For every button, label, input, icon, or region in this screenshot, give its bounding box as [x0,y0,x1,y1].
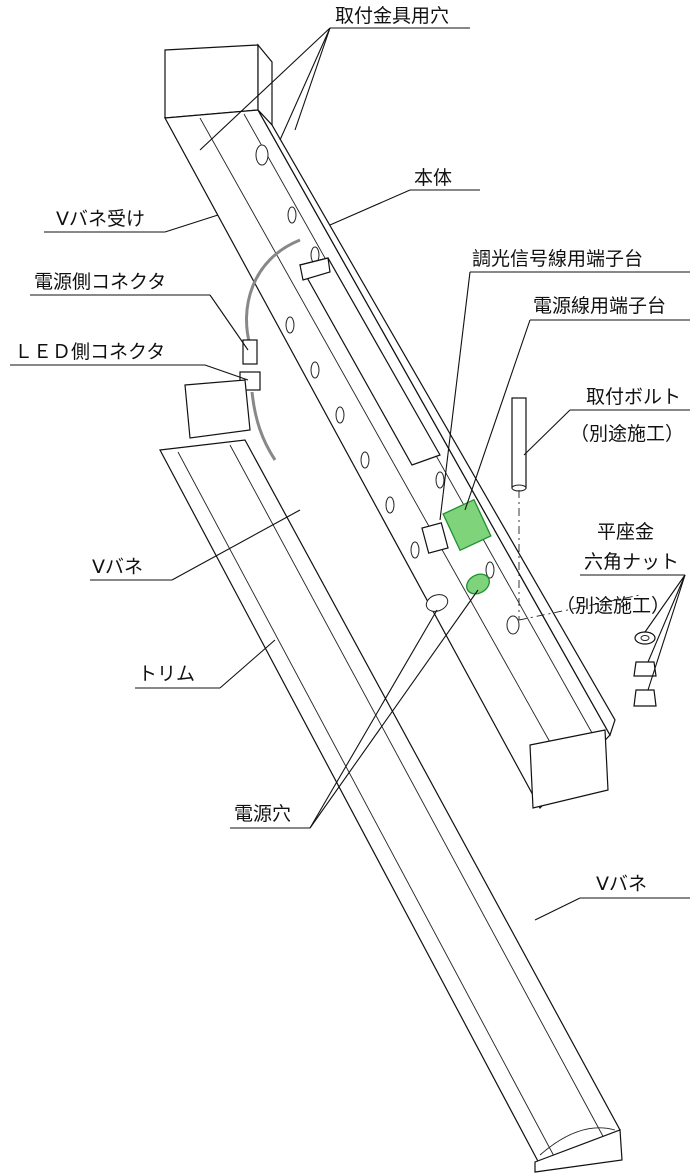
label-mount-holes: 取付金具用穴 [335,5,449,27]
terminal-blocks [421,498,492,612]
connectors-cable [239,238,301,461]
mount-bolt-parts [511,397,657,707]
label-power-hole: 電源穴 [234,803,291,825]
label-led-connector: ＬＥＤ側コネクタ [14,341,165,363]
trim [159,379,623,1173]
label-mount-bolt: 取付ボルト [586,386,681,408]
label-v-spring-2: Vバネ [596,873,647,895]
label-body: 本体 [414,167,452,189]
label-trim: トリム [138,663,195,685]
label-separate-work-2: （別途施工） [556,595,670,617]
label-v-spring-1: Vバネ [92,556,143,578]
label-power-terminal: 電源線用端子台 [533,295,666,317]
label-dimming-terminal: 調光信号線用端子台 [472,248,643,270]
label-separate-work-1: （別途施工） [570,423,684,445]
main-body [164,43,616,810]
leader-lines [10,27,690,921]
label-hex-nut: 六角ナット [584,551,679,573]
label-v-spring-receiver: Vバネ受け [56,208,145,230]
label-power-connector: 電源側コネクタ [34,271,166,293]
label-flat-washer: 平座金 [597,521,654,543]
